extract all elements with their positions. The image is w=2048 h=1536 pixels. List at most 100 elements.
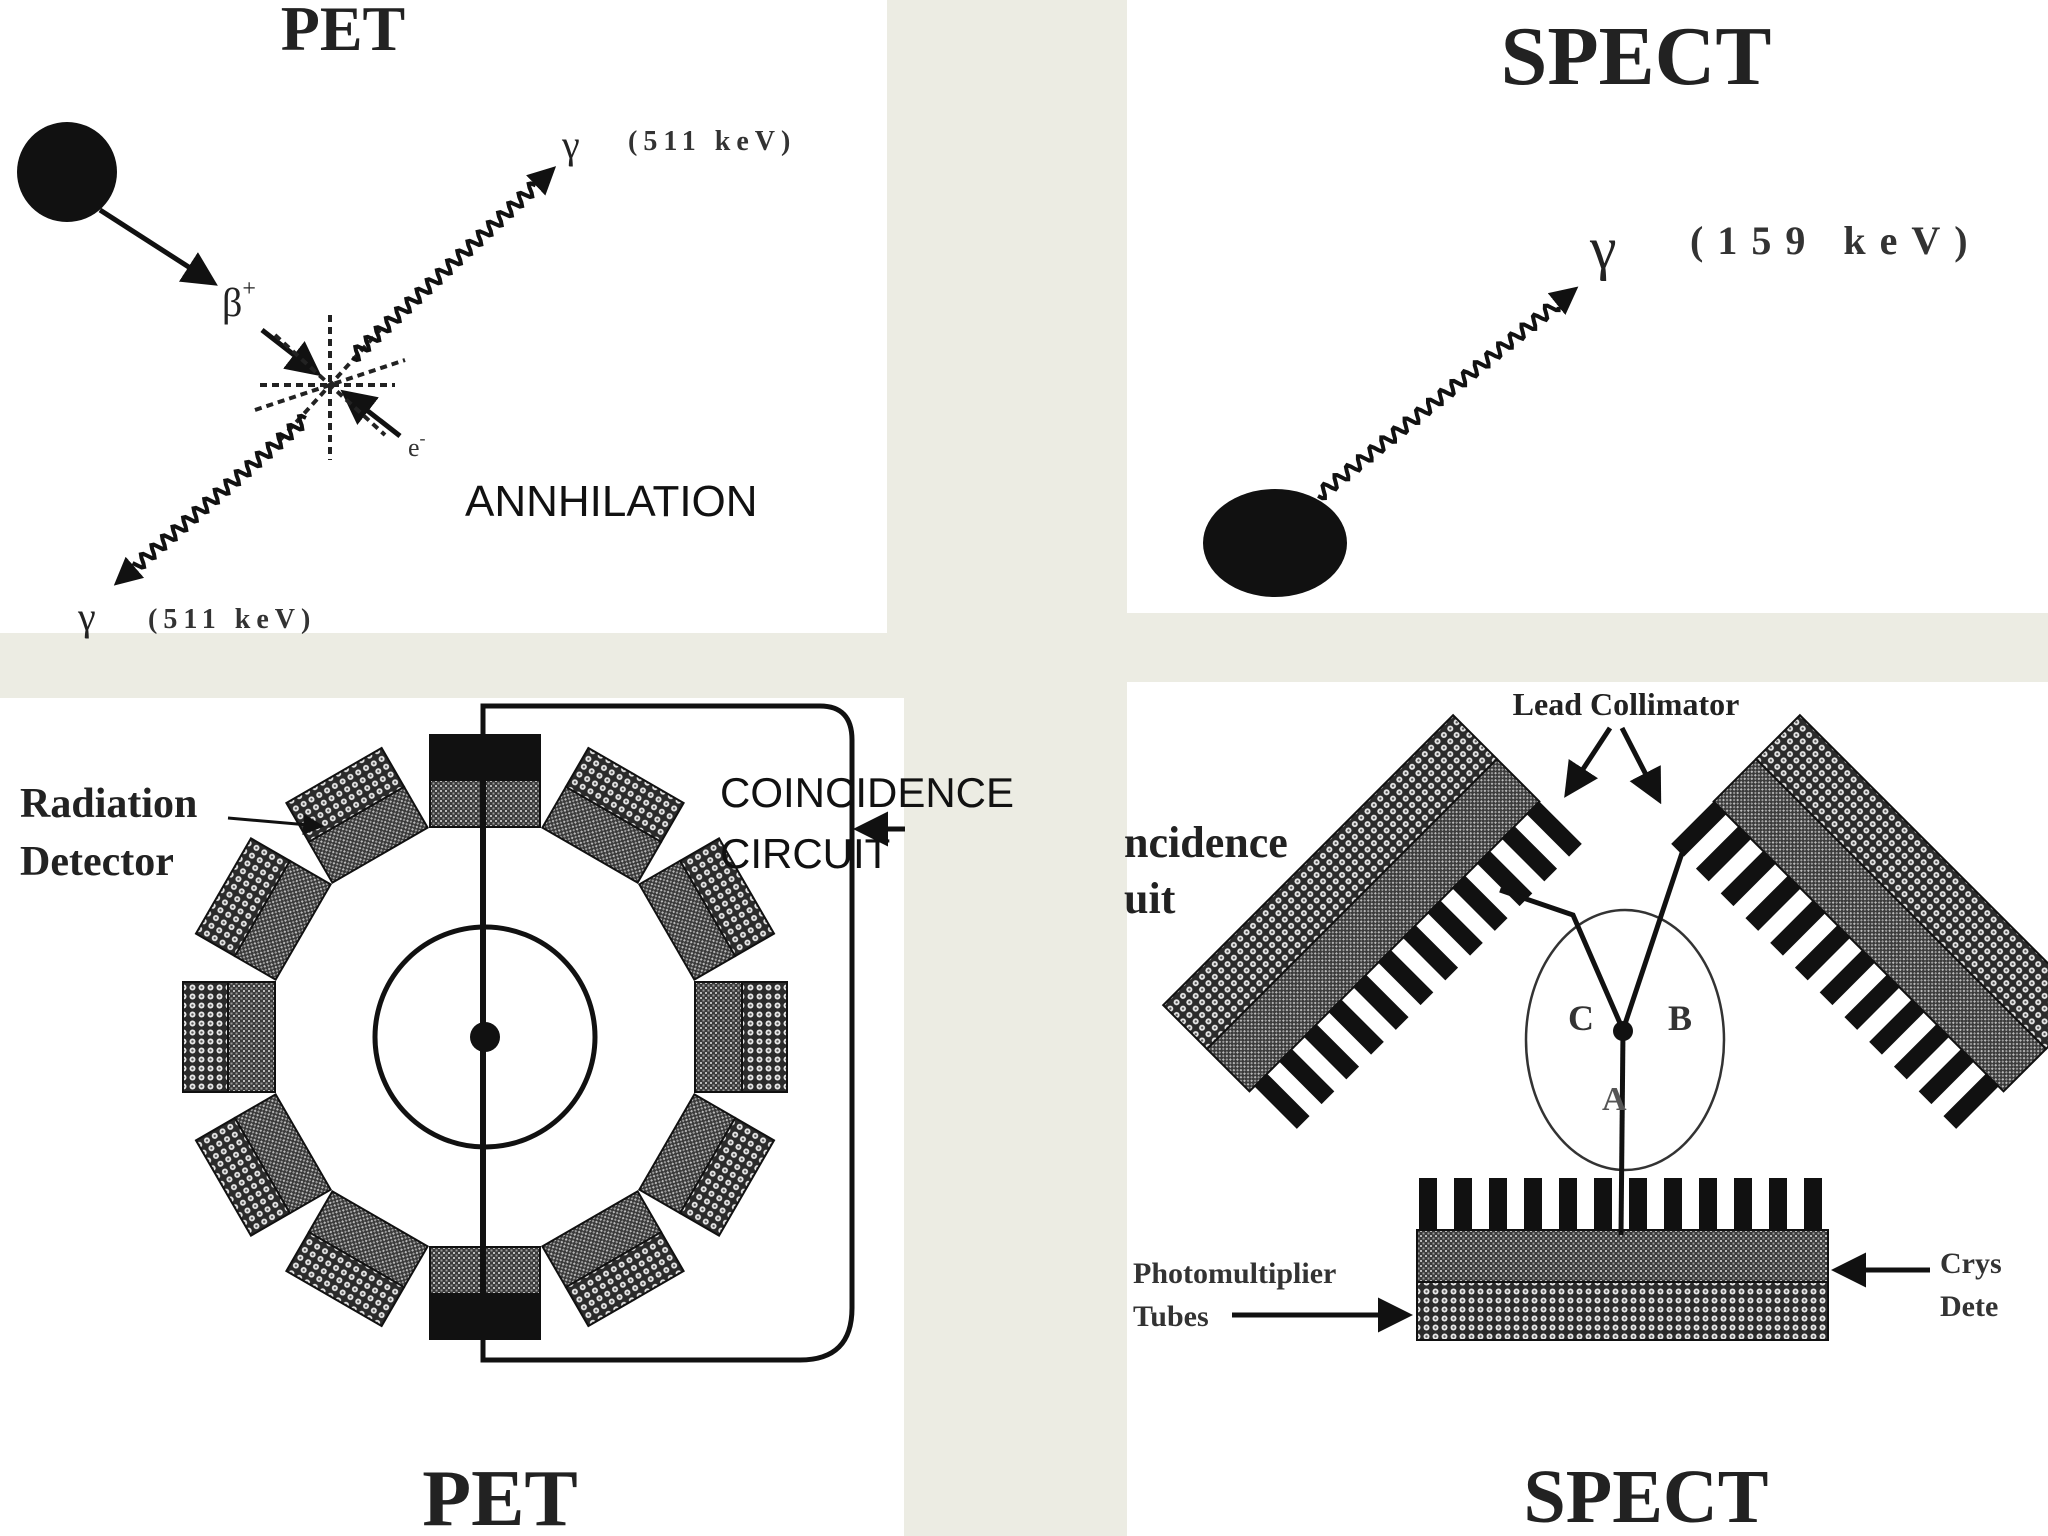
collimator-fin: [1254, 1073, 1310, 1129]
detector-label-arrow: [227, 814, 325, 836]
collimator-fin: [1594, 1178, 1612, 1230]
detector-head-bottom: [1416, 1178, 1829, 1341]
collimator-fin: [1427, 900, 1483, 956]
detector-block: [541, 746, 685, 885]
spect-decay-title: SPECT: [1501, 10, 1772, 103]
detector-block: [194, 837, 333, 981]
collimator-fin: [1794, 925, 1851, 981]
gamma-upper-arrowhead: [526, 166, 557, 196]
collimator-fin: [1419, 1178, 1437, 1230]
collimator-fin: [1720, 850, 1776, 907]
collimator-fin: [1770, 900, 1826, 956]
collimator-fin: [1328, 999, 1384, 1055]
point-c-label: C: [1568, 998, 1594, 1038]
spect-scanner-title: SPECT: [1524, 1455, 1769, 1536]
collimator-fin: [1769, 1178, 1787, 1230]
bottom-collimator-fins: [1419, 1178, 1822, 1230]
crystal-label-line1: Crys: [1940, 1247, 2002, 1280]
gamma-upper-energy: (511 keV): [628, 126, 796, 157]
detector-block: [541, 1189, 685, 1328]
collimator-fin: [1893, 1024, 1950, 1080]
collimator-fin: [1844, 974, 1900, 1030]
detector-block: [285, 1189, 429, 1328]
point-b-label: B: [1668, 998, 1692, 1038]
gamma-upper-wave: [351, 181, 537, 363]
spect-scanner-background: [1127, 682, 2048, 1536]
detector-head-left: [1161, 713, 1582, 1129]
collimator-fin: [1378, 949, 1434, 1006]
nucleus-circle: [17, 122, 117, 222]
detector-block: [694, 981, 788, 1093]
pet-scanner-title: PET: [422, 1455, 578, 1536]
collimator-fin: [1452, 875, 1508, 931]
collimator-fin: [1943, 1073, 1999, 1129]
right-crystal-layer: [1712, 757, 2048, 1093]
electron-label: e-: [408, 428, 426, 462]
collimator-fin: [1402, 925, 1459, 981]
cut-label-line1: ncidence: [1124, 818, 1288, 867]
collimator-fin: [1353, 974, 1409, 1030]
gamma-lower-energy: (511 keV): [148, 604, 316, 635]
isotope-circle: [1203, 489, 1347, 597]
collimator-fin: [1734, 1178, 1752, 1230]
gamma-lower-symbol: γ: [77, 594, 96, 639]
point-a-label: A: [1602, 1081, 1627, 1118]
collimator-arrow-right: [1619, 726, 1662, 805]
collimator-label: Lead Collimator: [1513, 686, 1740, 722]
annihilation-label: ANNHILATION: [465, 477, 758, 526]
collimator-fin: [1279, 1048, 1335, 1105]
collimator-fin: [1819, 949, 1875, 1006]
pet-scanner-background: [0, 698, 904, 1536]
collimator-fin: [1869, 999, 1925, 1055]
collimator-fin: [1804, 1178, 1822, 1230]
detector-block: [637, 837, 776, 981]
detector-block: [637, 1093, 776, 1237]
pet-decay-panel: PET β+ e- γ (511 keV) γ (511 keV) ANNHIL…: [0, 0, 887, 639]
spect-scanner-panel: ncidence uit Lead Collimator: [1124, 682, 2048, 1536]
collimator-arrow-left: [1564, 726, 1613, 798]
crystal-label-line2: Dete: [1940, 1290, 1998, 1323]
collimator-fin: [1699, 1178, 1717, 1230]
spect-decay-panel: SPECT γ (159 keV): [1127, 0, 2048, 613]
collimator-fin: [1454, 1178, 1472, 1230]
path-to-c: [1499, 887, 1626, 1031]
spect-gamma-arrowhead: [1547, 286, 1579, 315]
coincidence-label-line2: CIRCUIT: [720, 830, 890, 877]
pet-scanner-panel: Radiation Detector COINCIDENCE CIRCUIT P…: [0, 698, 1014, 1536]
detector-label-line1: Radiation: [20, 781, 197, 827]
left-crystal-layer: [1205, 757, 1541, 1093]
collimator-fin: [1745, 875, 1801, 931]
patient-outline: [1524, 908, 1726, 1172]
pmt-label-line2: Tubes: [1133, 1300, 1209, 1333]
coincidence-label-line1: COINCIDENCE: [720, 769, 1014, 816]
bottom-crystal-layer: [1416, 1229, 1829, 1283]
collimator-fin: [1303, 1024, 1360, 1080]
collimator-fin: [1526, 801, 1582, 857]
positron-incoming-arrow: [260, 328, 322, 377]
emission-point: [1613, 1021, 1633, 1041]
spect-gamma-symbol: γ: [1589, 215, 1617, 281]
electron-incoming-arrow: [340, 389, 402, 438]
beta-label: β+: [222, 276, 256, 325]
collimator-fin: [1664, 1178, 1682, 1230]
coincidence-wiring: [480, 703, 855, 1363]
path-to-a: [1618, 1029, 1626, 1236]
detector-label-line2: Detector: [20, 839, 174, 885]
detector-block: [182, 981, 276, 1093]
gamma-paths: [1499, 849, 1686, 1236]
collimator-fin: [1559, 1178, 1577, 1230]
cut-label-line2: uit: [1124, 874, 1176, 923]
pmt-label-line1: Photomultiplier: [1133, 1257, 1336, 1290]
collimator-fin: [1524, 1178, 1542, 1230]
collimator-fin: [1477, 850, 1533, 907]
collimator-fin: [1918, 1048, 1974, 1105]
annihilation-point: [470, 1022, 500, 1052]
right-collimator-fins: [1671, 801, 1999, 1129]
spect-gamma-wave: [1317, 303, 1561, 501]
detector-ring: [182, 734, 788, 1340]
pet-decay-background: [0, 0, 887, 633]
gamma-lower-arrowhead: [113, 556, 145, 586]
gamma-upper-symbol: γ: [561, 122, 580, 167]
pet-decay-title: PET: [281, 0, 405, 64]
